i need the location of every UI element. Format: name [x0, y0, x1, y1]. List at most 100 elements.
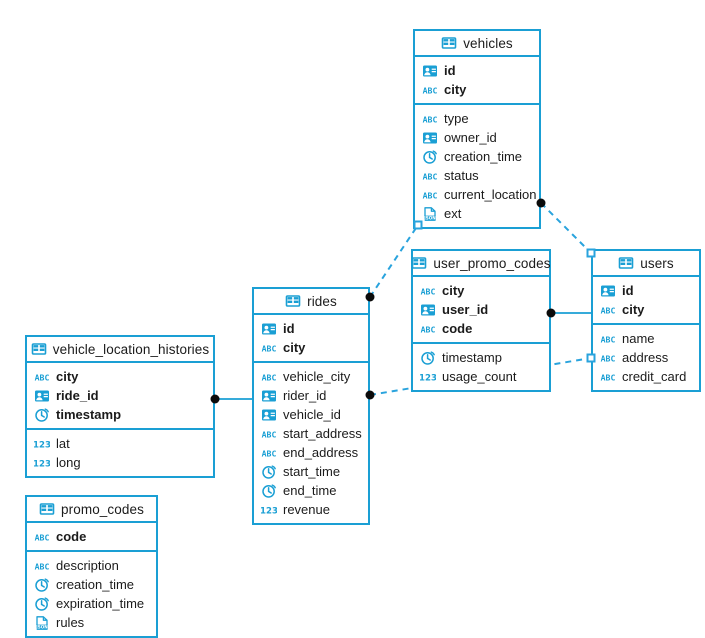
clock-icon	[421, 350, 435, 365]
field-label: city	[283, 340, 306, 355]
table-header-user_promo_codes[interactable]: user_promo_codes	[412, 251, 550, 277]
field-label: end_time	[283, 483, 337, 498]
table-title: vehicle_location_histories	[52, 341, 210, 357]
field-label: user_id	[442, 302, 489, 317]
column-row-vehicle_id[interactable]: vehicle_id	[254, 405, 368, 424]
table-icon	[412, 257, 427, 269]
field-label: timestamp	[56, 407, 122, 422]
svg-text:ABC: ABC	[423, 85, 438, 95]
table-title: vehicles	[463, 35, 513, 51]
table-header-vehicles[interactable]: vehicles	[415, 31, 539, 57]
column-row-creation_time[interactable]: creation_time	[415, 147, 539, 166]
column-row-rider_id[interactable]: rider_id	[254, 386, 368, 405]
primary-key-row-id[interactable]: id	[593, 281, 699, 300]
key-user-icon	[35, 390, 49, 401]
relationship-edge-vehicles-to-users[interactable]	[540, 202, 592, 254]
primary-key-row-ride_id[interactable]: ride_id	[27, 386, 213, 405]
table-header-vehicle_location_histories[interactable]: vehicle_location_histories	[27, 337, 213, 363]
key-user-icon	[601, 285, 615, 296]
table-title: rides	[307, 293, 337, 309]
field-label: city	[56, 369, 79, 384]
column-row-start_time[interactable]: start_time	[254, 462, 368, 481]
svg-text:ABC: ABC	[35, 532, 50, 542]
number-icon: 123	[261, 506, 277, 516]
abc-icon: ABC	[423, 171, 438, 181]
table-icon	[441, 37, 457, 49]
column-row-owner_id[interactable]: owner_id	[415, 128, 539, 147]
abc-icon: ABC	[423, 85, 438, 95]
table-header-rides[interactable]: rides	[254, 289, 368, 315]
column-row-expiration_time[interactable]: expiration_time	[27, 594, 156, 613]
svg-text:ABC: ABC	[423, 114, 438, 124]
svg-text:ABC: ABC	[35, 372, 50, 382]
primary-key-row-id[interactable]: id	[254, 319, 368, 338]
clock-icon	[423, 149, 437, 164]
table-header-users[interactable]: users	[593, 251, 699, 277]
number-icon: 123	[34, 459, 50, 469]
column-row-start_address[interactable]: ABC start_address	[254, 424, 368, 443]
svg-text:ABC: ABC	[423, 171, 438, 181]
clock-icon	[35, 407, 49, 422]
primary-key-row-user_id[interactable]: user_id	[413, 300, 549, 319]
key-user-icon	[423, 65, 437, 76]
abc-icon: ABC	[421, 324, 436, 334]
field-label: timestamp	[442, 350, 502, 365]
key-user-icon	[262, 323, 276, 334]
svg-text:ABC: ABC	[601, 305, 616, 315]
abc-icon: ABC	[601, 372, 616, 382]
abc-icon: ABC	[35, 372, 50, 382]
column-row-timestamp[interactable]: timestamp	[413, 348, 549, 367]
field-label: end_address	[283, 445, 359, 460]
primary-key-row-timestamp[interactable]: timestamp	[27, 405, 213, 424]
field-label: start_address	[283, 426, 362, 441]
relationship-edge-rides-to-vehicles[interactable]	[369, 224, 419, 298]
field-label: credit_card	[622, 369, 687, 384]
field-label: id	[444, 63, 456, 78]
table-icon	[39, 503, 55, 515]
field-label: start_time	[283, 464, 341, 479]
primary-key-row-city[interactable]: ABC city	[27, 367, 213, 386]
column-row-creation_time[interactable]: creation_time	[27, 575, 156, 594]
column-row-end_time[interactable]: end_time	[254, 481, 368, 500]
svg-text:ABC: ABC	[262, 429, 277, 439]
abc-icon: ABC	[421, 286, 436, 296]
field-label: id	[622, 283, 634, 298]
field-label: rider_id	[283, 388, 327, 403]
primary-key-row-id[interactable]: id	[415, 61, 539, 80]
table-header-promo_codes[interactable]: promo_codes	[27, 497, 156, 523]
edge-source-dot-user_promo_codes-to-users	[546, 308, 556, 318]
field-label: creation_time	[56, 577, 135, 592]
column-row-credit_card[interactable]: ABC credit_card	[593, 367, 699, 386]
edge-target-square-rides-to-users	[586, 353, 596, 363]
